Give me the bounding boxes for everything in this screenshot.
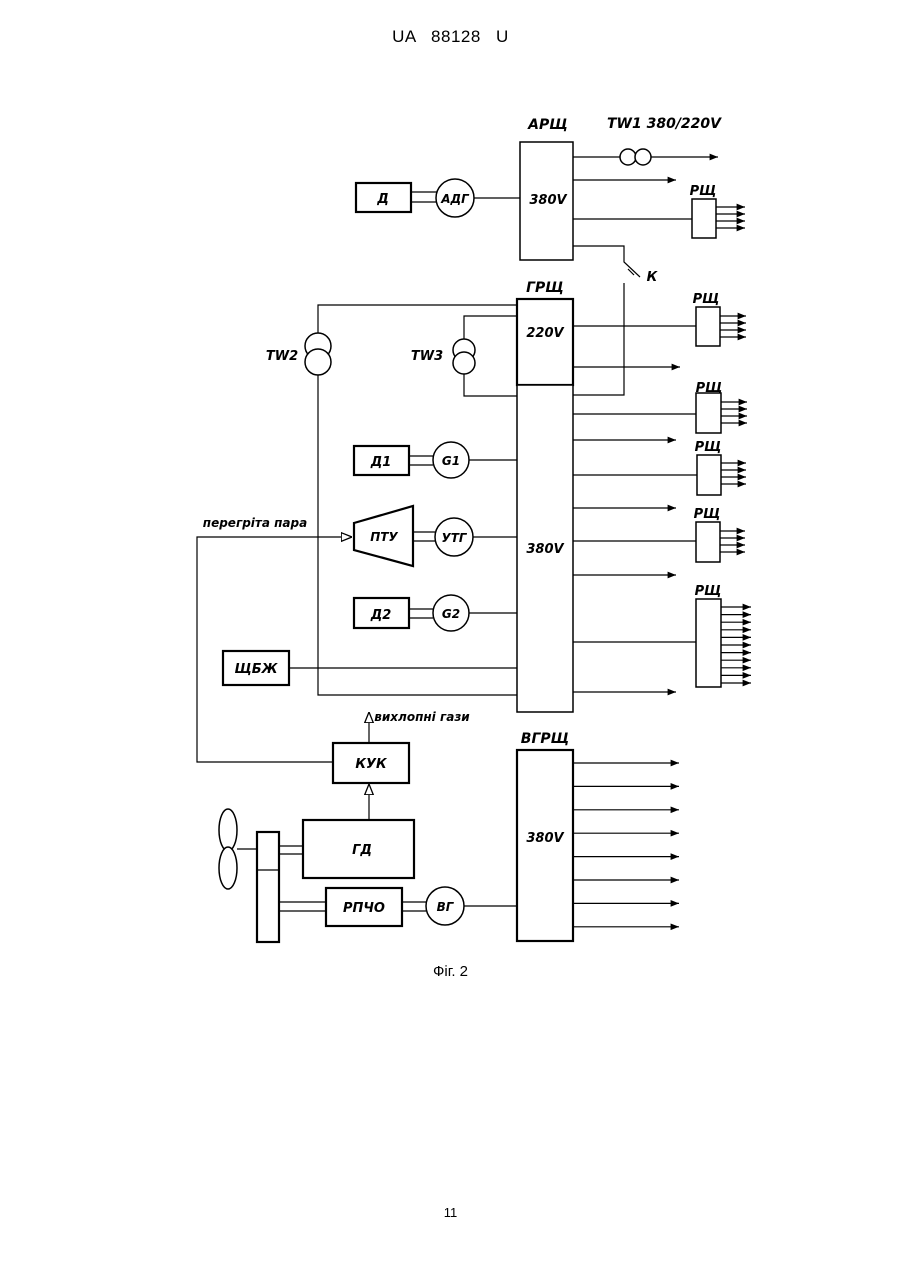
vg-label: ВГ	[437, 900, 455, 914]
vgrsch-outputs	[573, 763, 679, 927]
rpcho-label: РПЧО	[343, 901, 385, 916]
gd-label: ГД	[352, 843, 372, 858]
ptu-label: ПТУ	[370, 530, 398, 544]
d-engine-label: Д	[376, 192, 389, 207]
tw3-lower-line	[464, 374, 517, 396]
rsch-1-panel	[692, 199, 716, 238]
page-number: 11	[0, 1205, 901, 1220]
rsch-1-label: РЩ	[690, 184, 717, 199]
propeller-blade-lower	[219, 847, 237, 889]
grsch-380v-label: 380V	[526, 542, 564, 557]
switch-k-upper	[573, 246, 640, 277]
steam-label: перегріта пара	[203, 516, 307, 530]
figure-caption: Фіг. 2	[0, 963, 901, 980]
tw3-upper-line	[464, 316, 517, 343]
rsch-3-panel	[696, 393, 721, 433]
rsch-6-label: РЩ	[695, 584, 722, 599]
grsch-label: ГРЩ	[526, 280, 564, 296]
switch-k-lower	[573, 283, 624, 395]
tw1-coil-2	[635, 149, 651, 165]
rsch-6-panel	[696, 599, 721, 687]
utg-label: УТГ	[441, 531, 467, 545]
rsch-6-outputs	[721, 607, 751, 683]
rsch-2-panel	[696, 307, 720, 346]
exhaust-label: вихлопні гази	[374, 710, 470, 724]
propeller-blade-upper	[219, 809, 237, 851]
vgrsch-voltage: 380V	[526, 831, 564, 846]
rsch-5-label: РЩ	[694, 507, 721, 522]
kuk-label: КУК	[355, 757, 388, 772]
rsch-4-label: РЩ	[695, 440, 722, 455]
rsch-5-panel	[696, 522, 720, 562]
propeller-shaft-reducer	[257, 832, 279, 942]
rsch-4-panel	[697, 455, 721, 495]
tw3-label: TW3	[411, 349, 443, 364]
arsch-voltage: 380V	[529, 193, 567, 208]
g2-label: G2	[442, 607, 460, 621]
shchbzh-label: ЩБЖ	[234, 662, 278, 677]
tw2-label: TW2	[266, 349, 298, 364]
vgrsch-label: ВГРЩ	[521, 731, 569, 747]
switch-k-label: К	[647, 270, 659, 285]
grsch-220v-label: 220V	[526, 326, 564, 341]
tw1-coil-1	[620, 149, 636, 165]
tw1-label: TW1 380/220V	[607, 116, 722, 132]
d1-engine-label: Д1	[370, 455, 392, 470]
adg-label: АДГ	[440, 192, 470, 206]
tw2-upper-line	[318, 305, 517, 333]
steam-line	[197, 537, 369, 762]
grsch-220v-section	[517, 299, 573, 385]
d2-engine-label: Д2	[370, 608, 392, 623]
tw2-lower-line	[318, 375, 517, 695]
rsch-2-label: РЩ	[693, 292, 720, 307]
arsch-label: АРЩ	[527, 117, 568, 133]
tw3-coil-2	[453, 352, 475, 374]
g1-label: G1	[442, 454, 460, 468]
tw2-coil-2	[305, 349, 331, 375]
